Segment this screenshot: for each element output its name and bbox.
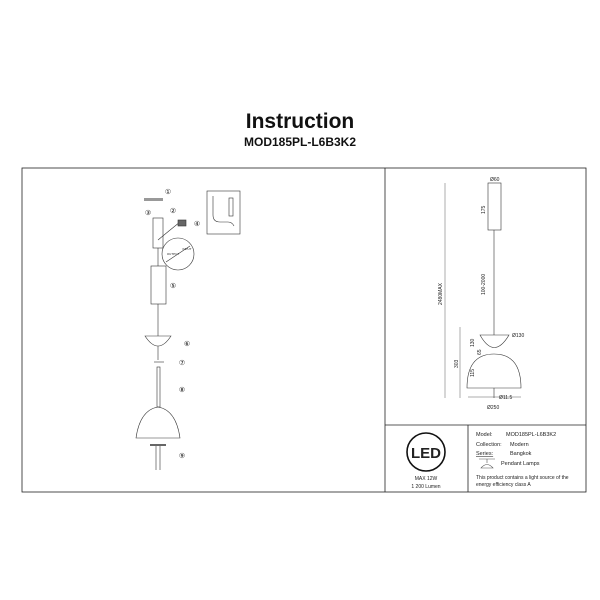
model-code: MOD185PL-L6B3K2 <box>243 135 357 149</box>
step-6: ⑥ <box>184 340 190 348</box>
step-8: ⑧ <box>179 386 185 394</box>
led-logo: LED <box>406 432 446 472</box>
dimension-drawing <box>444 182 522 398</box>
max-power: MAX 12W <box>415 476 438 482</box>
step-7: ⑦ <box>179 359 185 367</box>
product-info: Model: MOD185PL-L6B3K2 Collection: Moder… <box>476 432 556 467</box>
energy-note: This product contains a light source of … <box>476 475 569 488</box>
dim-large-shade-height: 115 <box>470 369 476 377</box>
step-2: ② <box>170 207 176 215</box>
lumen: 1 200 Lumen <box>411 484 440 490</box>
step-3: ③ <box>145 209 151 217</box>
step-4: ④ <box>194 220 200 228</box>
product-type: Pendant Lamps <box>501 461 540 467</box>
step-5: ⑤ <box>170 282 176 290</box>
model-label: Model: <box>476 432 493 438</box>
input-label: INPUT <box>183 247 192 251</box>
outer-frame <box>21 167 587 493</box>
dim-cable-length: 100-2000 <box>481 274 487 295</box>
dim-total-height: 2480MAX <box>438 282 444 305</box>
dim-gap: 65 <box>477 349 483 355</box>
step-1: ① <box>165 188 171 196</box>
dim-rod-diameter: Ø11.5 <box>499 395 512 401</box>
pendant-lamp-icon <box>479 458 495 469</box>
assembly-drawing <box>135 190 241 470</box>
dim-small-shade-height: 130 <box>470 338 476 347</box>
series-value: Bangkok <box>510 451 532 457</box>
series-label: Series: <box>476 451 494 457</box>
step-9: ⑨ <box>179 452 185 460</box>
dim-large-shade-diameter: Ø250 <box>487 405 499 411</box>
output-label: OUTPUT <box>167 252 180 256</box>
dim-lamp-height: 303 <box>454 359 460 368</box>
page-title: Instruction <box>245 110 355 133</box>
dim-small-shade-diameter: Ø130 <box>512 333 524 339</box>
collection-value: Modern <box>510 442 529 448</box>
svg-text:LED: LED <box>411 445 441 462</box>
collection-label: Collection: <box>476 442 502 448</box>
model-value: MOD185PL-L6B3K2 <box>506 432 556 438</box>
dim-canopy-height: 175 <box>481 205 487 214</box>
dim-canopy-width: Ø60 <box>490 177 500 183</box>
